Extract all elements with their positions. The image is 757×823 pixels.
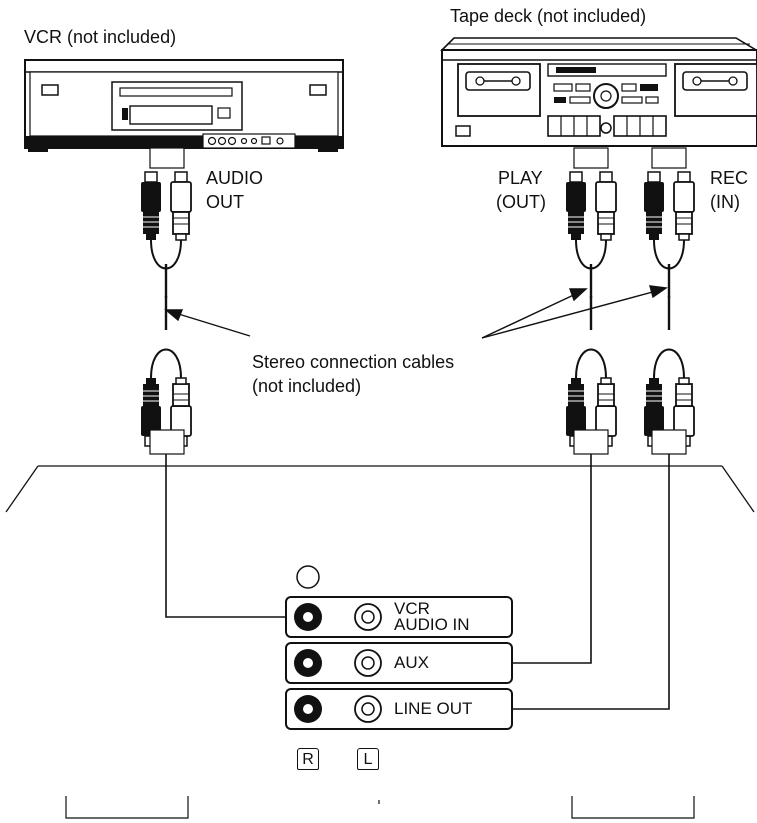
cable-label-line2: (not included) <box>252 376 362 396</box>
cable-pointers <box>164 285 668 339</box>
channel-right-marker: R <box>297 748 319 770</box>
panel-indicator <box>296 565 320 589</box>
jack-label-aux: AUX <box>394 653 429 672</box>
deck-play-cable <box>566 147 616 455</box>
vcr-output-plugs <box>141 172 191 298</box>
vcr-cable <box>141 147 191 455</box>
jack-row-vcr-audio-in <box>285 596 513 638</box>
tape-deck-label: Tape deck (not included) <box>450 6 647 26</box>
tape-deck-device <box>440 37 757 147</box>
rec-label-line1: REC <box>710 168 749 188</box>
play-label-line1: PLAY <box>498 168 543 188</box>
bottom-marks <box>65 796 695 819</box>
deck-play-plugs <box>566 172 616 298</box>
vcr-device <box>24 59 344 152</box>
signal-lines <box>165 454 670 710</box>
cable-label-line1: Stereo connection cables <box>252 352 455 372</box>
audio-out-label-line1: AUDIO <box>206 168 264 188</box>
jack-row-line-out <box>285 688 513 730</box>
audio-out-label-line2: OUT <box>206 192 244 212</box>
jack-panel <box>285 565 513 730</box>
jack-label-vcr-line1: VCR <box>394 599 430 618</box>
jack-row-aux <box>285 642 513 684</box>
vcr-label: VCR (not included) <box>24 27 177 47</box>
jack-label-line-out: LINE OUT <box>394 699 473 718</box>
rec-label-line2: (IN) <box>710 192 740 212</box>
jack-label-vcr-line2: AUDIO IN <box>394 615 470 634</box>
deck-rec-plugs <box>644 172 694 298</box>
play-label-line2: (OUT) <box>496 192 546 212</box>
channel-left-marker: L <box>357 748 379 770</box>
deck-rec-cable <box>644 147 694 455</box>
receiver-outline <box>5 465 755 513</box>
